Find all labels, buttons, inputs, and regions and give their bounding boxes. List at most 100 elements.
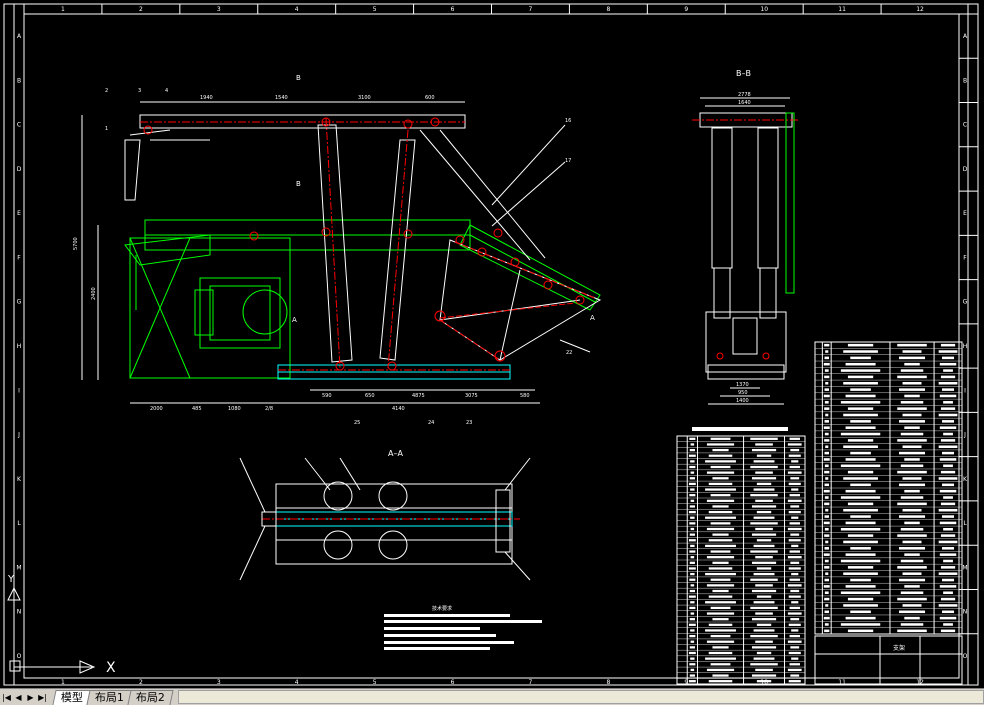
tab-layout1-label: 布局1 [94,690,124,704]
column-label: 11 [838,6,846,13]
balloon-number: 4 [165,88,168,94]
table-cell-text [824,375,830,379]
tab-layout2[interactable]: 布局2 [127,689,174,705]
table-cell-text [845,489,876,493]
table-cell-text [751,618,777,621]
table-cell-text [899,356,926,360]
table-cell-text [840,369,881,372]
tail-flap [124,139,141,201]
balloon-number: 22 [566,350,572,356]
table-cell-text [706,499,735,502]
row-label-left: E [17,210,21,217]
prev-layout-button[interactable]: ◀ [15,692,22,702]
last-layout-button[interactable]: ▶| [38,692,47,702]
dim-text: 1080 [228,406,241,412]
table-cell-text [790,674,800,677]
table-cell-text [939,394,957,398]
row-label-right: M [962,564,967,571]
column-label: 3 [217,679,221,686]
row-label-left: I [18,387,20,394]
table-cell-text [897,439,927,442]
pin [403,119,413,129]
aa-leader-6 [504,551,531,581]
table-cell-text [710,663,731,666]
cad-drawing[interactable]: 112233445566778899101011111212 AABBCCDDE… [0,0,984,688]
table-cell-text [899,451,926,455]
table-cell-text [824,464,829,468]
pin [477,247,487,257]
dim-text: 3075 [465,393,478,399]
table-cell-text [823,521,830,525]
table-cell-text [902,413,922,417]
table-cell-text [939,616,957,620]
next-layout-button[interactable]: ▶ [27,692,34,702]
column-label: 10 [760,6,768,13]
table-cell-text [850,547,871,550]
table-cell-text [847,629,874,633]
table-cell-text [787,556,802,559]
table-cell-text [938,350,958,353]
table-cell-text [712,618,729,621]
table-cell-text [843,604,878,607]
table-cell-text [840,591,881,595]
tab-model[interactable]: 模型 [52,689,92,705]
table-cell-text [938,604,958,607]
table-cell-text [791,544,799,548]
column-label: 8 [606,679,610,686]
table-cell-text [688,510,696,514]
table-cell-text [690,601,695,604]
table-cell-text [940,534,956,537]
table-cell-text [750,494,778,497]
rear-leg [317,124,353,363]
top-canopy [139,114,466,129]
table-cell-text [750,578,778,581]
row-label-left: L [17,520,21,527]
table-cell-text [689,477,695,480]
aa-leader-1 [239,457,266,513]
base-diag-2 [129,237,191,379]
table-cell-text [850,356,871,360]
aa-pin [378,530,408,560]
table-cell-text [899,578,926,582]
table-cell-text [787,640,802,643]
note-line [384,620,542,623]
row-label-right: D [963,166,968,173]
table-cell-text [840,464,881,468]
ucs-x-arrow [79,660,96,674]
section-bb-view: B–B 2778 1640 1370 950 1400 [692,69,800,405]
table-cell-text [843,572,878,575]
aa-pin [323,530,353,560]
table-cell-text [789,663,800,666]
table-cell-text [706,556,735,559]
table-cell-text [824,578,830,582]
link-red-3 [439,319,501,361]
table-cell-text [897,375,927,379]
table-cell-text [939,553,957,556]
bb-leg-right-lower [759,267,777,319]
table-cell-text [690,460,695,463]
table-cell-text [690,527,695,531]
first-layout-button[interactable]: |◀ [2,692,11,702]
table-cell-text [705,544,736,548]
table-cell-text [902,540,922,544]
table-cell-text [688,623,696,626]
motor-inner [209,285,271,341]
table-cell-text [751,448,777,452]
table-cell-text [690,629,695,632]
horizontal-scrollbar[interactable] [178,690,984,704]
table-cell-text [705,629,736,632]
table-cell-text [940,502,956,506]
table-cell-text [712,477,729,480]
table-cell-text [790,561,800,564]
tab-layout1[interactable]: 布局1 [86,689,133,705]
drawing-canvas[interactable]: 112233445566778899101011111212 AABBCCDDE… [0,0,984,688]
table-cell-text [843,413,878,417]
table-cell-text [900,401,924,404]
table-cell-text [940,566,956,569]
column-label: 5 [373,679,377,686]
table-cell-text [897,534,927,537]
table-cell-text [689,550,696,553]
table-cell-text [790,646,800,649]
table-cell-text [690,584,695,587]
